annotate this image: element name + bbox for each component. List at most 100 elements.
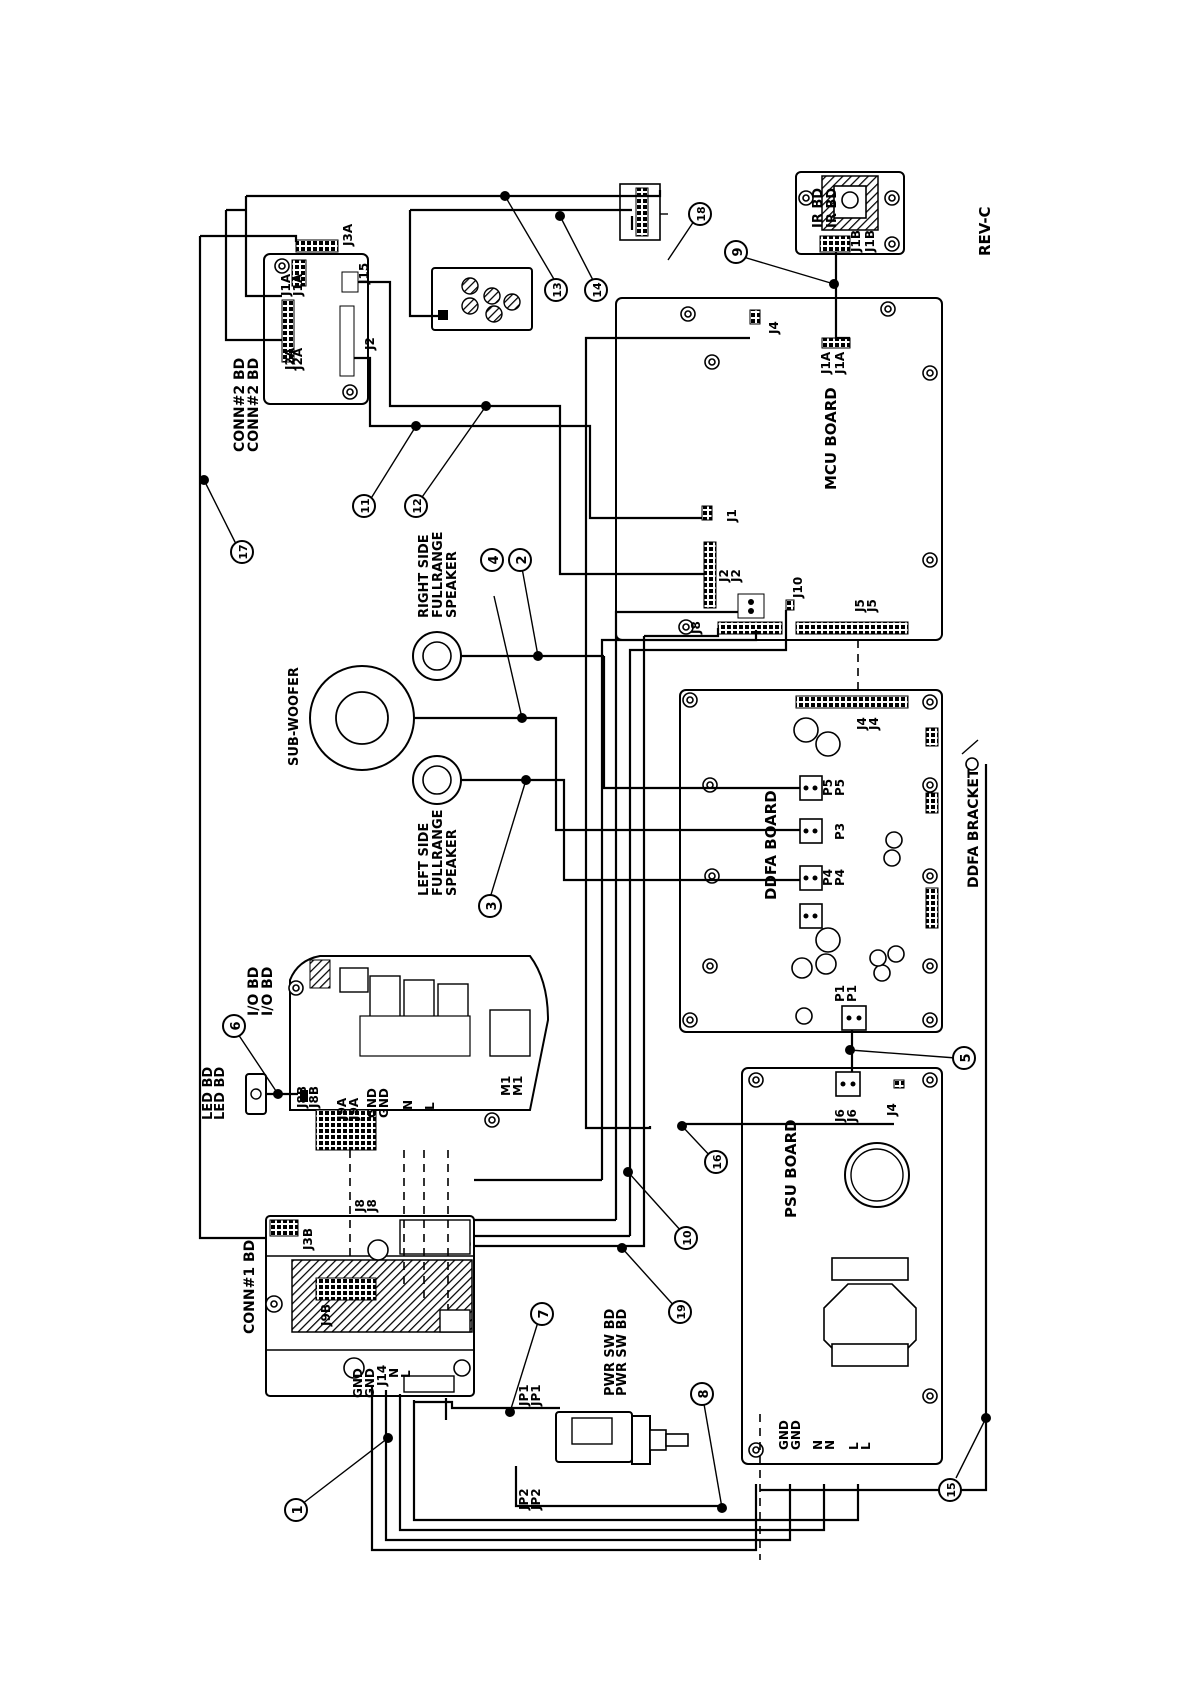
- led-board: [245, 1073, 267, 1115]
- callout-12: 12: [404, 494, 428, 518]
- callout-15-label: 15: [945, 1482, 958, 1497]
- left-speaker-label-2: FULLRANGE: [431, 809, 446, 896]
- io-gnd-label-2: GND: [377, 1088, 391, 1118]
- conn2-j2-label: J2: [363, 337, 377, 351]
- conn2-board: [263, 239, 369, 405]
- callout-19-label: 19: [675, 1304, 688, 1319]
- psu-j6-label-2: J6: [845, 1109, 859, 1123]
- mcu-j10-label: J10: [791, 577, 805, 599]
- callout-5-label: 5: [959, 1053, 974, 1062]
- callout-16: 16: [704, 1150, 728, 1174]
- io-l-label: L: [423, 1102, 437, 1110]
- right-speaker-label-2: FULLRANGE: [431, 531, 446, 618]
- ddfa-j4-label-2: J4: [867, 717, 881, 731]
- callout-18: 18: [688, 202, 712, 226]
- io-gnd-label: GND: [365, 1088, 379, 1118]
- led-indicator-board: [431, 267, 533, 331]
- io-j9a-label: J9A: [335, 1097, 349, 1121]
- callout-4-label: 4: [487, 555, 502, 564]
- j2a-label: J2A: [283, 347, 297, 371]
- right-speaker-label-1: RIGHT SIDE: [417, 534, 432, 618]
- pwr-jp2-label: JP2: [517, 1488, 531, 1511]
- callout-leaders: [203, 195, 987, 1509]
- callout-15: 15: [938, 1478, 962, 1502]
- mcu-j8-label: J8: [689, 621, 703, 635]
- callout-12-label: 12: [411, 498, 424, 513]
- callout-17-label: 17: [237, 544, 250, 559]
- revision-label: REV-C: [976, 206, 994, 256]
- io-j9a-label-2: J9A: [347, 1097, 361, 1121]
- ddfa-board: [679, 689, 943, 1033]
- callout-8-label: 8: [697, 1389, 712, 1398]
- callout-5: 5: [952, 1046, 976, 1070]
- io-m1-label-2: M1: [511, 1076, 525, 1096]
- ribbon-connector: [619, 183, 668, 241]
- ddfa-bracket-mark: [961, 739, 979, 771]
- callout-17: 17: [230, 540, 254, 564]
- ir-board-label: IR BD: [811, 188, 826, 228]
- ddfa-p4-label: P4: [821, 869, 835, 886]
- callout-3: 3: [478, 894, 502, 918]
- mcu-j2-label-2: J2: [729, 569, 743, 583]
- callout-13-label: 13: [551, 282, 564, 297]
- callout-14: 14: [584, 278, 608, 302]
- ddfa-p3-label: P3: [833, 823, 847, 840]
- psu-j4-label: J4: [885, 1103, 899, 1117]
- ddfa-bracket-label: DDFA BRACKET: [966, 768, 982, 888]
- conn1-j3b-label: J3B: [301, 1228, 315, 1251]
- callout-2-label: 2: [515, 555, 530, 564]
- conn1-board: [265, 1215, 475, 1397]
- ir-board-label-2: IR BD: [825, 188, 840, 228]
- psu-board: [741, 1067, 943, 1465]
- psu-n-label: N: [811, 1440, 825, 1450]
- right-speaker-label-3: SPEAKER: [445, 551, 460, 618]
- callout-7: 7: [530, 1302, 554, 1326]
- j2a-label-2: J2A: [291, 347, 305, 371]
- psu-board-label: PSU BOARD: [782, 1119, 800, 1218]
- callout-8: 8: [690, 1382, 714, 1406]
- j1a-label: J1A: [279, 273, 293, 297]
- mcu-board-label: MCU BOARD: [822, 387, 840, 490]
- io-j8b-label-2: J8B: [307, 1086, 321, 1109]
- pwr-jp2-label-2: JP2: [529, 1488, 543, 1511]
- io-board-label: I/O BD: [246, 967, 262, 1016]
- psu-gnd-label-2: GND: [789, 1420, 803, 1450]
- sub-woofer: [309, 665, 415, 771]
- pwr-sw-label: PWR SW BD: [603, 1308, 618, 1396]
- callout-2: 2: [508, 548, 532, 572]
- sub-woofer-label: SUB-WOOFER: [287, 667, 302, 766]
- psu-gnd-label: GND: [777, 1420, 791, 1450]
- conn1-board-label: CONN#1 BD: [242, 1240, 258, 1334]
- mcu-j5-label: J5: [853, 599, 867, 613]
- callout-6-label: 6: [229, 1021, 244, 1030]
- conn1-gnd-label-2: GND: [363, 1368, 377, 1398]
- callout-7-label: 7: [537, 1309, 552, 1318]
- ir-j1b-label: J1B: [849, 230, 863, 253]
- left-speaker-label-3: SPEAKER: [445, 829, 460, 896]
- j1a-label-2: J1A: [291, 273, 305, 297]
- ir-board: [795, 171, 905, 255]
- ddfa-j4-label: J4: [855, 717, 869, 731]
- mcu-j4-label: J4: [767, 321, 781, 335]
- led-board-label-2: LED BD: [213, 1067, 228, 1120]
- callout-6: 6: [222, 1014, 246, 1038]
- conn2-label: CONN#2 BD: [232, 358, 248, 452]
- io-board-label-2: I/O BD: [260, 967, 276, 1016]
- ddfa-board-label: DDFA BOARD: [762, 790, 780, 900]
- callout-3-label: 3: [485, 901, 500, 910]
- mcu-board: [615, 297, 943, 641]
- j3a-label: J3A: [341, 223, 355, 247]
- callout-18-label: 18: [695, 206, 708, 221]
- led-board-label: LED BD: [201, 1067, 216, 1120]
- mcu-j2-label: J2: [717, 569, 731, 583]
- mcu-j1-label: J1: [725, 509, 739, 523]
- pwr-jp1-label: JP1: [517, 1384, 531, 1407]
- callout-1-label: 1: [291, 1505, 306, 1514]
- ddfa-p5-label-2: P5: [833, 779, 847, 796]
- pwr-sw-label-2: PWR SW BD: [615, 1308, 630, 1396]
- io-n-label: N: [401, 1100, 415, 1110]
- conn1-j9b-label: J9B: [319, 1304, 333, 1327]
- callout-10-label: 10: [681, 1230, 694, 1246]
- ddfa-p4-label-2: P4: [833, 869, 847, 886]
- callout-16-label: 16: [711, 1154, 724, 1170]
